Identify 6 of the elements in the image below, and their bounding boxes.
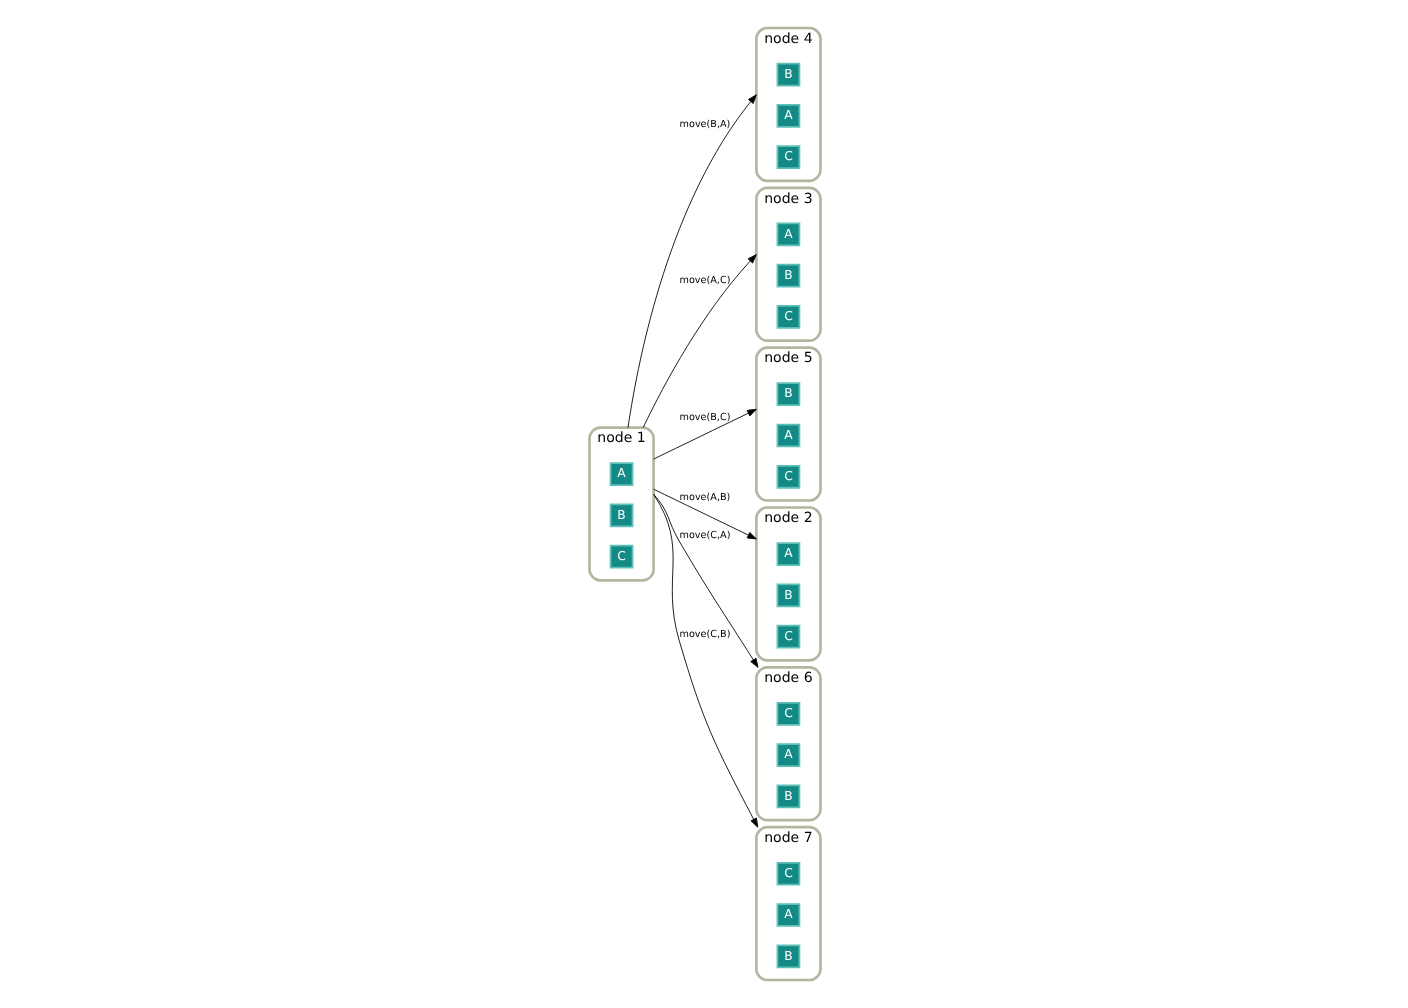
arrow xyxy=(652,408,756,460)
arrow xyxy=(652,493,758,828)
arrow xyxy=(626,94,756,429)
arrow xyxy=(652,493,758,668)
arrow xyxy=(641,254,756,429)
arrow xyxy=(652,488,756,540)
